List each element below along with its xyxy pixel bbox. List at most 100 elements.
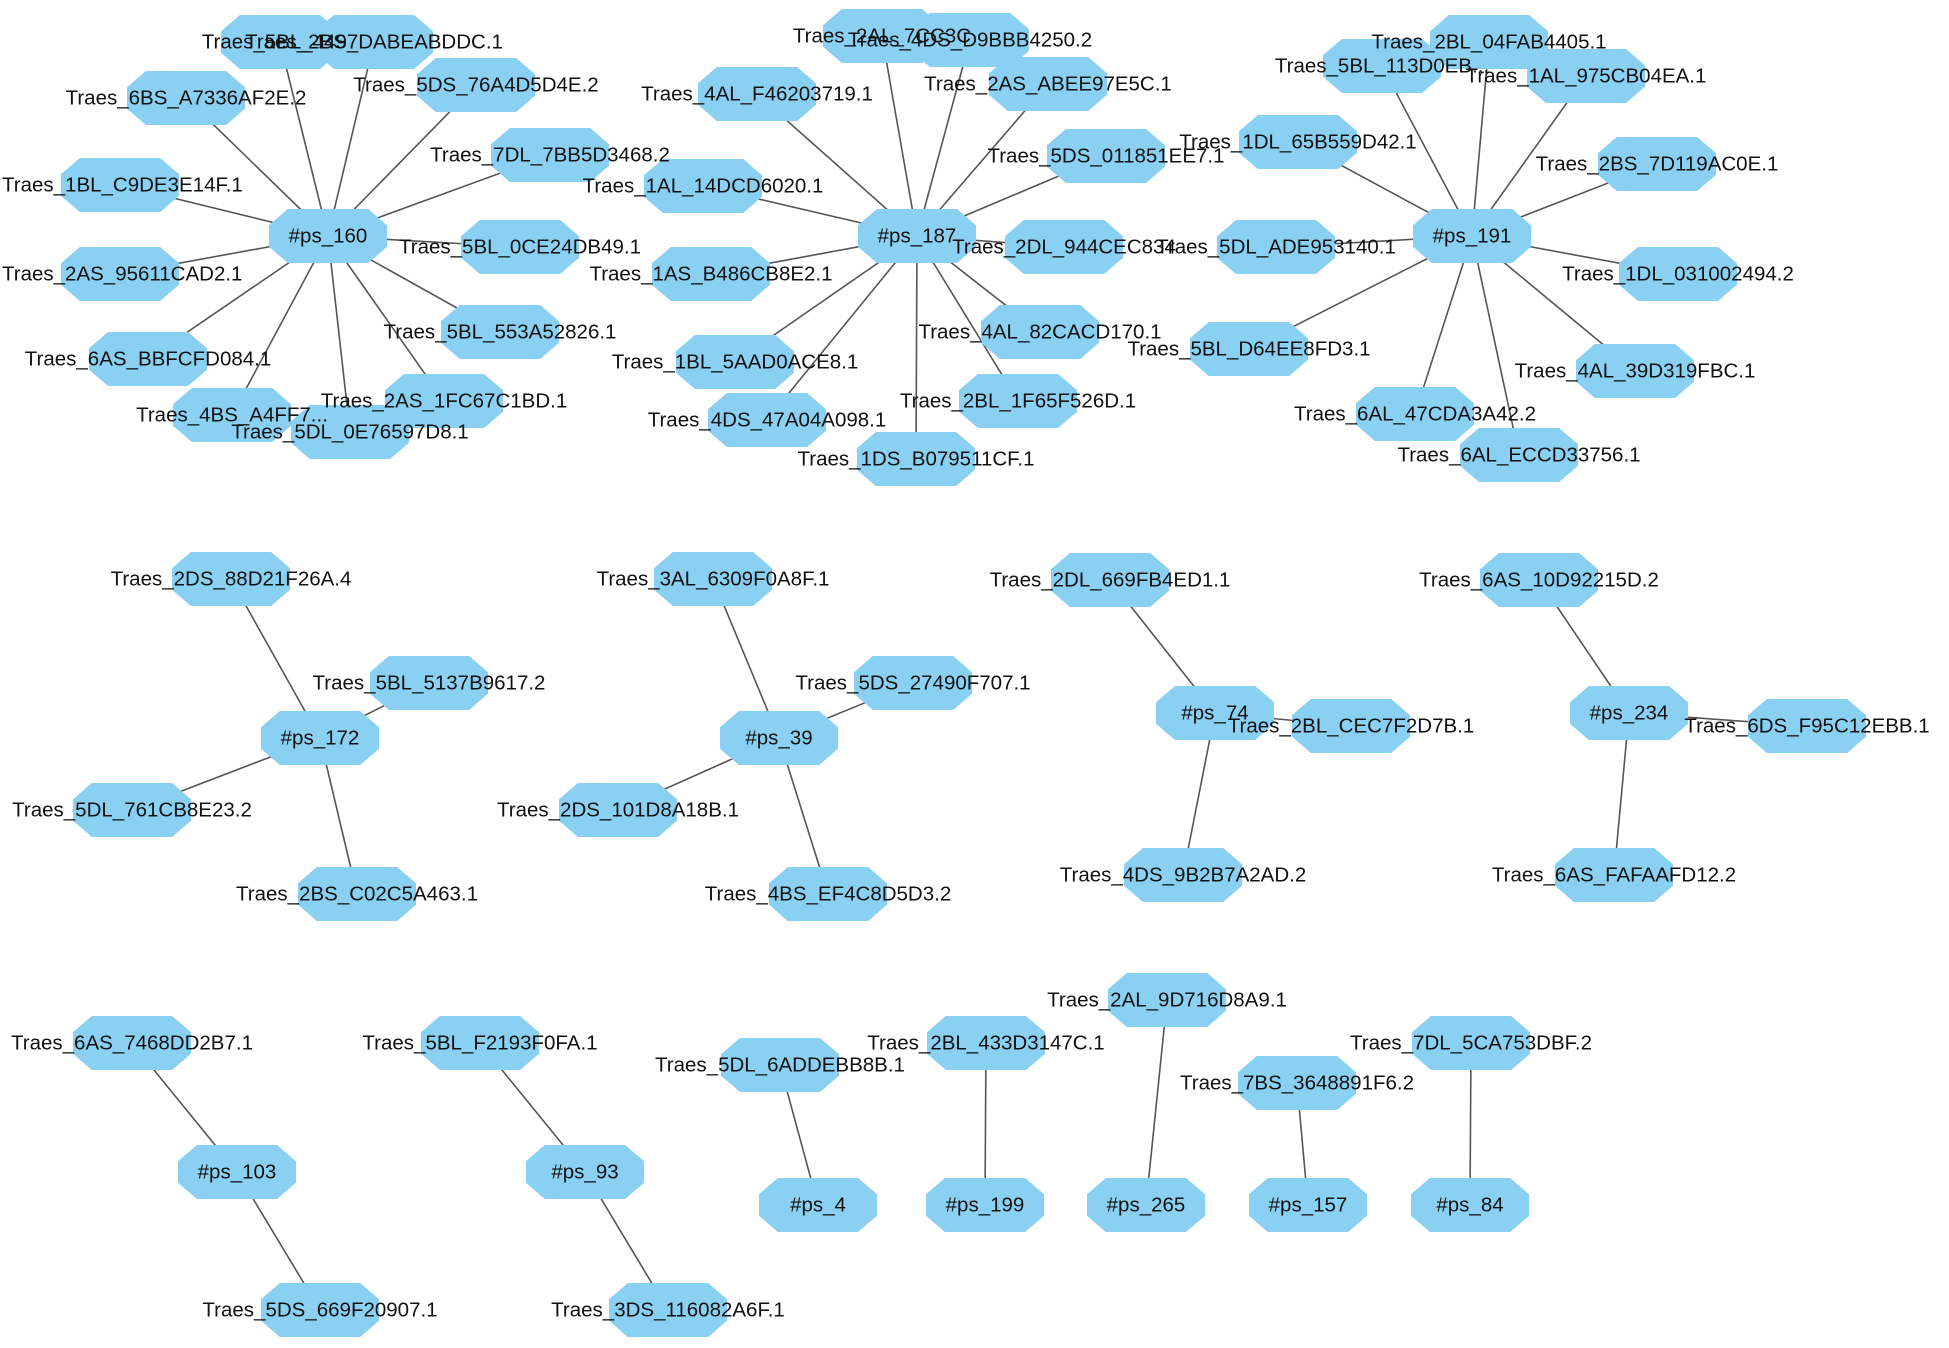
- hub-node-ps-84[interactable]: [1411, 1178, 1529, 1232]
- gene-node-traes-2dl-669fb4ed1-1[interactable]: [1051, 553, 1169, 607]
- gene-node-traes-2bl-433d3147c-1[interactable]: [927, 1016, 1045, 1070]
- gene-node-traes-6al-eccd33756-1[interactable]: [1460, 428, 1578, 482]
- node-octagon: [759, 1178, 877, 1232]
- gene-node-traes-1al-975cb04ea-1[interactable]: [1527, 49, 1645, 103]
- gene-node-traes-7dl-7bb5d3468-2[interactable]: [491, 128, 609, 182]
- hub-node-ps-160[interactable]: [269, 209, 387, 263]
- hub-node-ps-187[interactable]: [858, 209, 976, 263]
- hub-node-ps-93[interactable]: [526, 1145, 644, 1199]
- hub-node-ps-4[interactable]: [759, 1178, 877, 1232]
- gene-node-traes-4al-39d319fbc-1[interactable]: [1576, 344, 1694, 398]
- node-octagon: [559, 783, 677, 837]
- node-octagon: [1748, 699, 1866, 753]
- gene-node-traes-2ds-101d8a18b-1[interactable]: [559, 783, 677, 837]
- gene-node-traes-4bs-a4ff7[interactable]: [173, 388, 291, 442]
- node-octagon: [959, 374, 1077, 428]
- gene-node-traes-2bl-cec7f2d7b-1[interactable]: [1292, 699, 1410, 753]
- node-octagon: [708, 393, 826, 447]
- gene-node-traes-4ds-9b2b7a2ad-2[interactable]: [1124, 848, 1242, 902]
- edge-h265-t_2AL_9D716: [1145, 999, 1168, 1206]
- gene-node-traes-5ds-27490f707-1[interactable]: [854, 656, 972, 710]
- gene-node-traes-3ds-116082a6f-1[interactable]: [609, 1283, 727, 1337]
- gene-node-traes-5ds-011851ee7-1[interactable]: [1047, 129, 1165, 183]
- gene-node-traes-5bl-553a52826-1[interactable]: [441, 305, 559, 359]
- hub-node-ps-103[interactable]: [178, 1145, 296, 1199]
- gene-node-traes-5ds-669f20907-1[interactable]: [261, 1283, 379, 1337]
- hub-node-ps-74[interactable]: [1156, 686, 1274, 740]
- gene-node-traes-2as-95611cad2-1[interactable]: [61, 247, 179, 301]
- node-label: Traes_4DS_D9BBB4250.2: [848, 29, 1092, 52]
- gene-node-traes-5dl-0e76597d8-1[interactable]: [291, 405, 409, 459]
- node-octagon: [491, 128, 609, 182]
- gene-node-traes-2bl-04fab4405-1[interactable]: [1430, 15, 1548, 69]
- gene-node-traes-2dl-944cec834[interactable]: [1005, 220, 1123, 274]
- hub-node-ps-234[interactable]: [1570, 686, 1688, 740]
- gene-node-traes-6as-fafaafd12-2[interactable]: [1555, 848, 1673, 902]
- gene-node-traes-1bl-5aad0ace8-1[interactable]: [676, 335, 794, 389]
- gene-node-traes-5bl-113d0eb[interactable]: [1323, 39, 1441, 93]
- gene-node-traes-1bl-c9de3e14f-1[interactable]: [61, 158, 179, 212]
- edge-h187-t_4DS_47A04: [766, 235, 918, 421]
- node-label: Traes_4AL_F46203719.1: [641, 83, 873, 106]
- gene-node-traes-6bs-a7336af2e-2[interactable]: [127, 71, 245, 125]
- gene-node-traes-1dl-031002494-2[interactable]: [1619, 247, 1737, 301]
- node-label: #ps_199: [946, 1194, 1025, 1217]
- gene-node-traes-2ds-88d21f26a-4[interactable]: [172, 552, 290, 606]
- gene-node-traes-1al-14dcd6020-1[interactable]: [644, 159, 762, 213]
- gene-node-traes-5bl-d64ee8fd3-1[interactable]: [1190, 322, 1308, 376]
- edge-h191-t_6AL_47CDA: [1414, 235, 1473, 415]
- hub-node-ps-39[interactable]: [720, 711, 838, 765]
- hub-node-ps-157[interactable]: [1249, 1178, 1367, 1232]
- gene-node-traes-5dl-ade953140-1[interactable]: [1217, 220, 1335, 274]
- hub-node-ps-191[interactable]: [1413, 209, 1531, 263]
- gene-node-traes-7dl-5ca753dbf-2[interactable]: [1412, 1016, 1530, 1070]
- gene-node-traes-1dl-65b559d42-1[interactable]: [1239, 115, 1357, 169]
- node-octagon: [89, 332, 207, 386]
- gene-node-traes-4al-82cacd170-1[interactable]: [981, 305, 1099, 359]
- node-octagon: [1051, 553, 1169, 607]
- gene-node-traes-1as-b486cb8e2-1[interactable]: [652, 247, 770, 301]
- hub-node-ps-172[interactable]: [261, 711, 379, 765]
- gene-node-traes-2as-abee97e5c-1[interactable]: [989, 57, 1107, 111]
- gene-node-traes-4ds-47a04a098-1[interactable]: [708, 393, 826, 447]
- node-label: #ps_234: [1590, 702, 1669, 725]
- node-label: Traes_2BL_CEC7F2D7B.1: [1228, 715, 1475, 738]
- hub-node-ps-199[interactable]: [926, 1178, 1044, 1232]
- gene-node-traes-1ds-b079511cf-1[interactable]: [857, 432, 975, 486]
- gene-node-traes-2as-1fc67c1bd-1[interactable]: [385, 374, 503, 428]
- gene-node-traes-2al-9d716d8a9-1[interactable]: [1108, 973, 1226, 1027]
- gene-node-traes-5bl-5137b9617-2[interactable]: [370, 656, 488, 710]
- gene-node-traes-6as-bbfcfd084-1[interactable]: [89, 332, 207, 386]
- node-octagon: [698, 67, 816, 121]
- gene-node-traes-5dl-761cb8e23-2[interactable]: [73, 783, 191, 837]
- hub-node-ps-265[interactable]: [1087, 1178, 1205, 1232]
- gene-node-traes-3al-6309f0a8f-1[interactable]: [654, 552, 772, 606]
- node-label: Traes_6AL_ECCD33756.1: [1397, 444, 1640, 467]
- gene-node-traes-2bs-dabeabddc-1[interactable]: [315, 15, 433, 69]
- node-label: Traes_4BS_A4FF7...: [136, 404, 328, 427]
- gene-node-traes-4ds-d9bbb4250-2[interactable]: [911, 13, 1029, 67]
- node-label: Traes_1AS_B486CB8E2.1: [589, 263, 832, 286]
- gene-node-traes-2bs-7d119ac0e-1[interactable]: [1598, 137, 1716, 191]
- gene-node-traes-2bl-1f65f526d-1[interactable]: [959, 374, 1077, 428]
- gene-node-traes-5ds-76a4d5d4e-2[interactable]: [417, 58, 535, 112]
- gene-node-traes-5bl-f2193f0fa-1[interactable]: [421, 1016, 539, 1070]
- gene-node-traes-5dl-6addebb8b-1[interactable]: [721, 1038, 839, 1092]
- gene-node-traes-5bl-0ce24db49-1[interactable]: [461, 220, 579, 274]
- node-label: Traes_5DL_0E76597D8.1: [231, 421, 468, 444]
- node-octagon: [1570, 686, 1688, 740]
- node-label: Traes_5BL_F2193F0FA.1: [362, 1032, 597, 1055]
- node-octagon: [172, 552, 290, 606]
- gene-node-traes-4al-f46203719-1[interactable]: [698, 67, 816, 121]
- gene-node-traes-2bs-c02c5a463-1[interactable]: [298, 867, 416, 921]
- gene-node-traes-6as-7468dd2b7-1[interactable]: [73, 1016, 191, 1070]
- gene-node-traes-6al-47cda3a42-2[interactable]: [1356, 387, 1474, 441]
- node-octagon: [926, 1178, 1044, 1232]
- gene-node-traes-4bs-ef4c8d5d3-2[interactable]: [769, 867, 887, 921]
- gene-node-traes-6ds-f95c12ebb-1[interactable]: [1748, 699, 1866, 753]
- node-octagon: [1047, 129, 1165, 183]
- nodes-layer: #ps_160Traes_5BL_4497Traes_2BS_DABEABDDC…: [2, 9, 1930, 1337]
- gene-node-traes-7bs-3648891f6-2[interactable]: [1238, 1056, 1356, 1110]
- gene-node-traes-6as-10d92215d-2[interactable]: [1480, 553, 1598, 607]
- gene-node-traes-5bl-4497[interactable]: [221, 15, 339, 69]
